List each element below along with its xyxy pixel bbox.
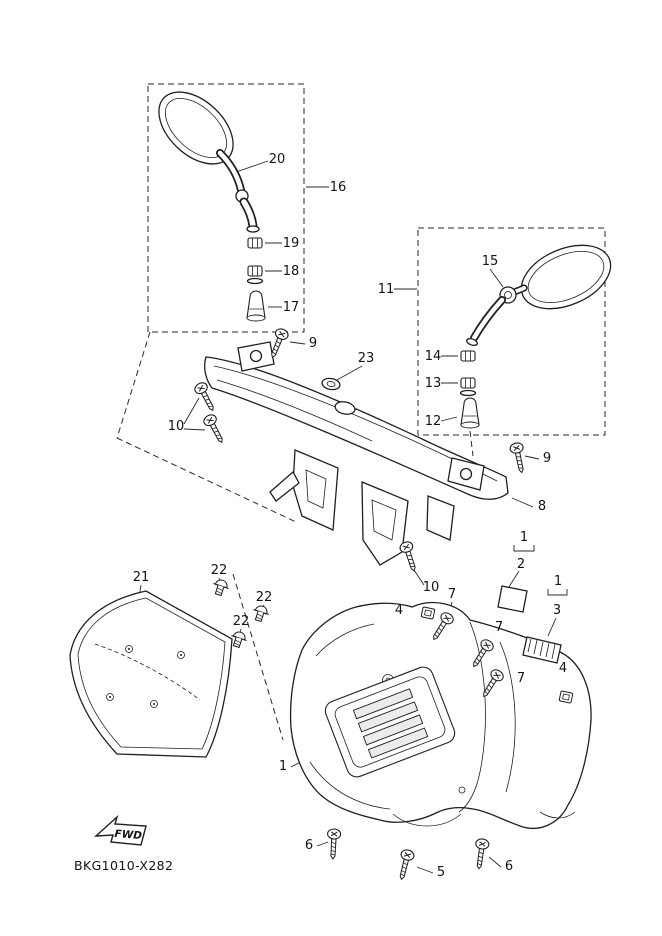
mirror-left-boot — [246, 290, 266, 322]
clip-4-right — [558, 690, 574, 704]
callout-6-right: 6 — [505, 859, 513, 874]
callout-1-group-a: 1 — [520, 530, 528, 545]
callout-21: 21 — [133, 570, 150, 585]
callout-4-right: 4 — [559, 661, 567, 676]
dashed-leaders — [116, 331, 474, 741]
callout-15: 15 — [482, 254, 499, 269]
clip-4-left — [420, 606, 436, 620]
mirror-right-boot — [460, 397, 480, 429]
fwd-marker: FWD — [94, 814, 147, 846]
callout-13: 13 — [425, 376, 442, 391]
callout-18: 18 — [283, 264, 300, 279]
callout-9-right: 9 — [543, 451, 551, 466]
wellnut-22-a — [210, 577, 231, 598]
diagram-code: BKG1010-X282 — [74, 858, 173, 873]
callout-7-b: 7 — [495, 620, 503, 635]
callout-11: 11 — [378, 282, 395, 297]
callout-7-c: 7 — [517, 671, 525, 686]
callout-3: 3 — [553, 603, 561, 618]
grommet — [321, 377, 341, 391]
callout-22-a: 22 — [211, 563, 228, 578]
callout-2: 2 — [517, 557, 525, 572]
callout-12: 12 — [425, 414, 442, 429]
callout-19: 19 — [283, 236, 300, 251]
wellnut-22-b — [250, 603, 271, 624]
screw-6-left — [325, 828, 342, 860]
mirror-left-locknut — [247, 265, 263, 277]
callout-10-bottom: 10 — [423, 580, 440, 595]
callout-4-left: 4 — [395, 603, 403, 618]
mirror-left-washer — [246, 277, 264, 285]
mirror-left-assembly-box — [147, 83, 305, 333]
screw-5 — [394, 848, 416, 882]
callout-16: 16 — [330, 180, 347, 195]
mirror-right-nut — [460, 350, 476, 362]
screw-10-b — [201, 412, 229, 446]
callout-17: 17 — [283, 300, 300, 315]
callout-14: 14 — [425, 349, 442, 364]
mirror-right-locknut — [460, 377, 476, 389]
mirror-left — [158, 91, 260, 233]
fwd-label: FWD — [114, 828, 143, 842]
striped-emblem — [522, 636, 562, 664]
mirror-right — [466, 244, 612, 347]
screw-6-right — [471, 837, 490, 871]
callouts: 20 16 19 18 17 9 23 15 11 14 13 12 10 9 … — [133, 152, 567, 880]
callout-22-b: 22 — [256, 590, 273, 605]
callout-22-c: 22 — [233, 614, 250, 629]
handlebar-stay — [204, 341, 509, 566]
callout-8: 8 — [538, 499, 546, 514]
callout-5: 5 — [437, 865, 445, 880]
vent-grille — [324, 666, 456, 778]
mirror-left-nut — [247, 237, 263, 249]
callout-1-group-b: 1 — [554, 574, 562, 589]
windshield — [69, 590, 233, 758]
screw-10-bottom — [398, 539, 421, 574]
mirror-right-washer — [459, 389, 477, 397]
screw-9-right — [508, 441, 529, 475]
emblem-plate — [497, 585, 528, 613]
callout-10-left: 10 — [168, 419, 185, 434]
callout-7-a: 7 — [448, 587, 456, 602]
callout-9-top: 9 — [309, 336, 317, 351]
callout-6-left: 6 — [305, 838, 313, 853]
callout-20: 20 — [269, 152, 286, 167]
callout-1-panel: 1 — [279, 759, 287, 774]
front-panel — [289, 601, 592, 829]
callout-23: 23 — [358, 351, 375, 366]
mirror-right-assembly-box — [417, 227, 606, 436]
